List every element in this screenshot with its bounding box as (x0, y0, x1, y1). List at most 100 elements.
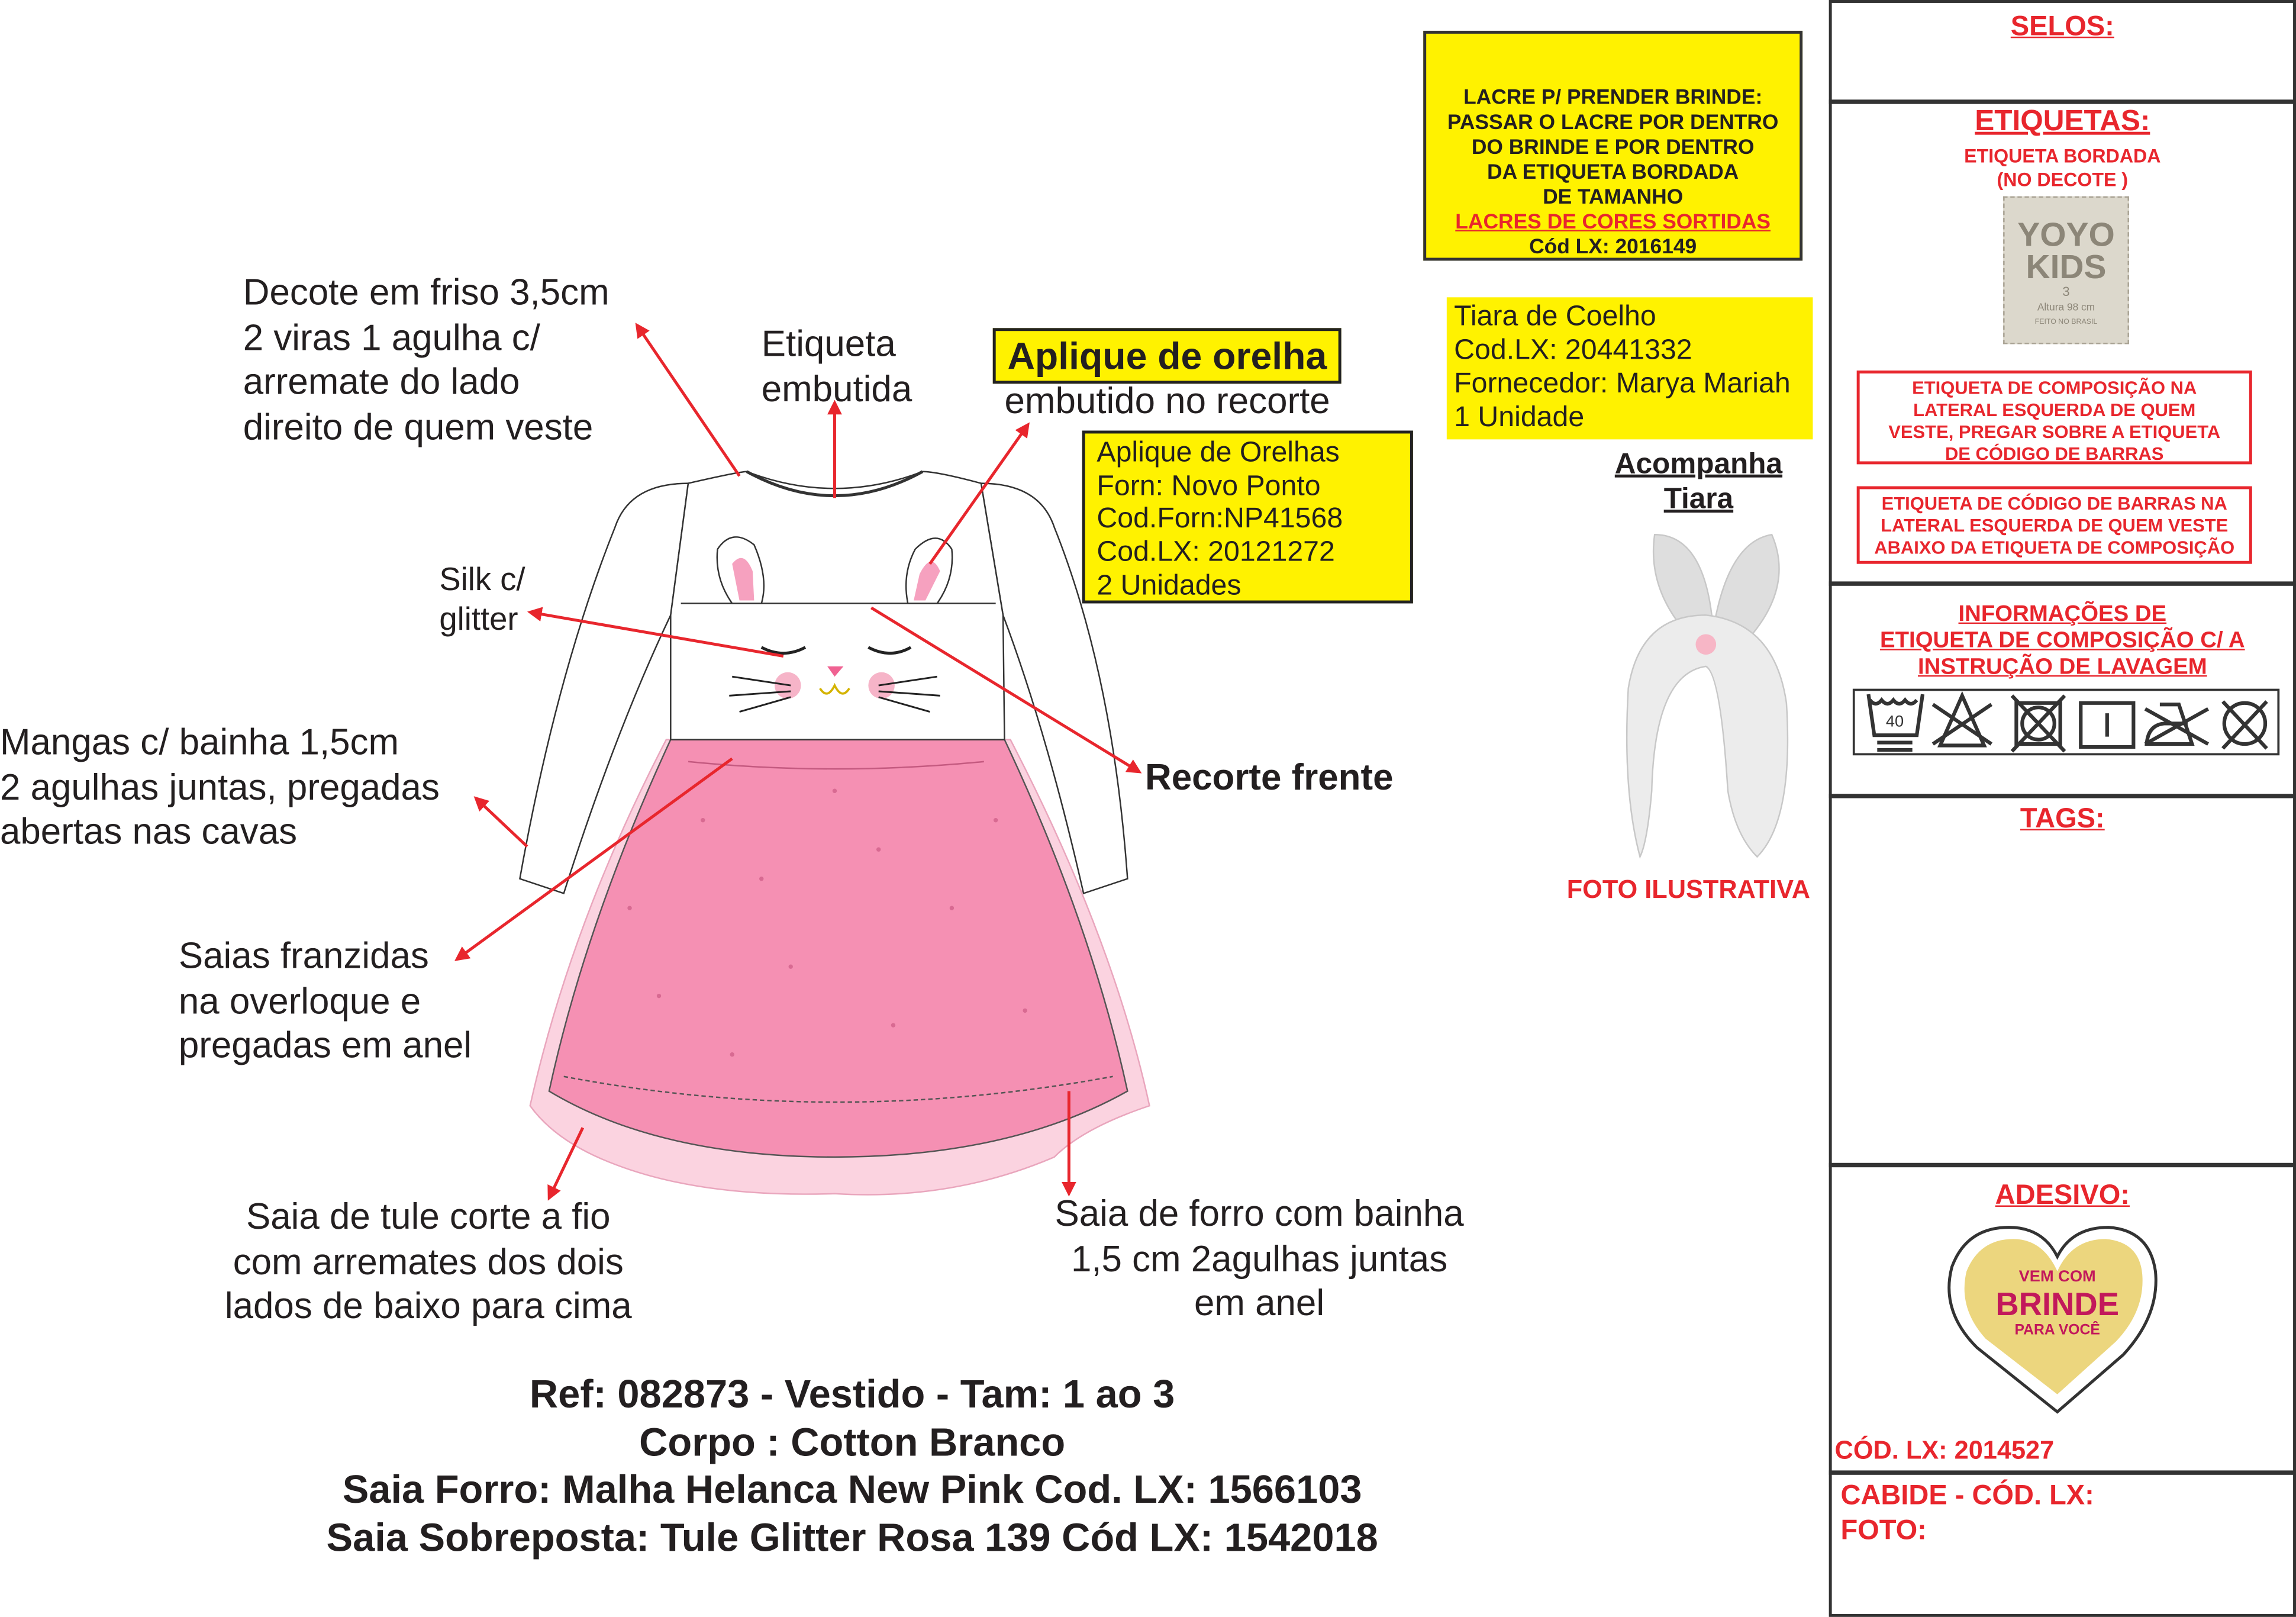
adesivo-code: CÓD. LX: 2014527 (1834, 1435, 2055, 1465)
box-line: Cod.LX: 20441332 (1454, 334, 1692, 366)
product-overlay: Saia Sobreposta: Tule Glitter Rosa 139 C… (326, 1515, 1378, 1560)
sticker-main: BRINDE (1995, 1286, 2120, 1323)
lacre-box: LACRE P/ PRENDER BRINDE: PASSAR O LACRE … (1423, 30, 1803, 261)
note-line: 1,5 cm 2agulhas juntas (1070, 1238, 1448, 1280)
aplique-sub: embutido no recorte (1004, 381, 1330, 422)
divider (1829, 794, 2296, 798)
divider (1829, 1470, 2296, 1475)
annotation-arrows (454, 323, 1142, 1201)
note-line: 2 agulhas juntas, pregadas (0, 766, 440, 808)
tags-heading: TAGS: (2020, 804, 2105, 835)
wash-40-icon (1866, 694, 1925, 737)
etiqueta-bordada: ETIQUETA BORDADA (NO DECOTE ) (1829, 145, 2296, 192)
note-line: INFORMAÇÕES DE (1958, 602, 2167, 627)
box-line: Cod.Forn:NP41568 (1097, 503, 1343, 536)
foto-ilustrativa: FOTO ILUSTRATIVA (1566, 874, 1811, 904)
note-line: 2 viras 1 agulha c/ (243, 317, 540, 359)
bodice (670, 471, 1005, 740)
note-line: em anel (1194, 1283, 1325, 1324)
note-line: Decote em friso 3,5cm (243, 272, 610, 314)
cabide-code: CABIDE - CÓD. LX: (1840, 1480, 2094, 1512)
mangas-note: Mangas c/ bainha 1,5cm 2 agulhas juntas,… (0, 720, 440, 854)
note-line: pregadas em anel (178, 1025, 472, 1067)
box-line: Tiara de Coelho (1454, 300, 1656, 333)
divider (1829, 1162, 2296, 1168)
no-bleach-icon (1931, 691, 1993, 748)
note-line: Saia de forro com bainha (1055, 1193, 1464, 1235)
cabide-info: CABIDE - CÓD. LX: FOTO: (1840, 1479, 2094, 1550)
note-line: com arremates dos dois (233, 1241, 624, 1283)
no-dry-clean-icon (2221, 700, 2268, 750)
recorte-note: Recorte frente (1145, 757, 1394, 798)
decote-note: Decote em friso 3,5cm 2 viras 1 agulha c… (243, 271, 610, 450)
note-line: direito de quem veste (243, 406, 594, 447)
label-made: FEITO NO BRASIL (2034, 317, 2098, 327)
box-line: Aplique de Orelhas (1097, 436, 1340, 469)
box-line: 2 Unidades (1097, 569, 1241, 602)
box-line: DO BRINDE E POR DENTRO (1471, 136, 1755, 160)
acompanha-tiara: Acompanha Tiara (1596, 447, 1801, 517)
care-symbols-box (1852, 688, 2280, 756)
product-ref: Ref: 082873 - Vestido - Tam: 1 ao 3 (529, 1372, 1175, 1416)
lining-skirt (548, 739, 1128, 1158)
aplique-box: Aplique de Orelhas Forn: Novo Ponto Cod.… (1082, 430, 1413, 604)
box-line: VESTE, PREGAR SOBRE A ETIQUETA (1888, 421, 2221, 443)
box-line: Cod.LX: 20121272 (1097, 536, 1335, 569)
note-line: Etiqueta (761, 323, 896, 365)
care-symbols (1852, 688, 2280, 756)
divider (1829, 99, 2296, 104)
silk-note: Silk c/ glitter (439, 559, 525, 639)
box-line: ABAIXO DA ETIQUETA DE COMPOSIÇÃO (1874, 537, 2235, 558)
box-line: LATERAL ESQUERDA DE QUEM (1913, 400, 2196, 421)
label-logo-line: KIDS (2026, 247, 2107, 286)
note-line: Mangas c/ bainha 1,5cm (0, 721, 399, 764)
label-height: Altura 98 cm (2037, 303, 2095, 314)
note-line: lados de baixo para cima (224, 1286, 632, 1327)
adesivo-heading: ADESIVO: (1995, 1180, 2130, 1212)
note-line: (NO DECOTE ) (1997, 168, 2129, 191)
composicao-note-box: ETIQUETA DE COMPOSIÇÃO NA LATERAL ESQUER… (1856, 371, 2252, 465)
left-sleeve (519, 482, 689, 895)
note-line: Acompanha (1614, 448, 1783, 481)
yoyo-kids-label: YOYO KIDS 3 Altura 98 cm FEITO NO BRASIL (2003, 196, 2129, 344)
no-tumble-dry-icon (2010, 694, 2066, 753)
selos-heading: SELOS: (2010, 11, 2114, 43)
box-line: Forn: Novo Ponto (1097, 469, 1321, 503)
box-line: Fornecedor: Marya Mariah (1454, 368, 1791, 400)
note-line: na overloque e (178, 980, 421, 1022)
box-line: DE CÓDIGO DE BARRAS (1944, 443, 2164, 465)
brinde-heart-sticker (1947, 1226, 2158, 1414)
bunny-tiara-photo (1626, 533, 1789, 859)
informacoes-heading: INFORMAÇÕES DE ETIQUETA DE COMPOSIÇÃO C/… (1829, 602, 2296, 681)
product-body: Corpo : Cotton Branco (639, 1420, 1066, 1464)
box-line: ETIQUETA DE CÓDIGO DE BARRAS NA (1881, 493, 2227, 514)
cabide-foto: FOTO: (1840, 1516, 1927, 1547)
aplique-title: Aplique de orelha (992, 328, 1342, 384)
line-dry-icon (2079, 701, 2136, 749)
product-lining: Saia Forro: Malha Helanca New Pink Cod. … (342, 1467, 1362, 1512)
lacre-code: Cód LX: 2016149 (1529, 236, 1697, 259)
note-line: INSTRUÇÃO DE LAVAGEM (1917, 655, 2207, 680)
etiqueta-embutida-note: Etiqueta embutida (762, 322, 912, 411)
note-line: embutida (761, 368, 912, 410)
tiara-box: Tiara de Coelho Cod.LX: 20441332 Fornece… (1446, 297, 1813, 440)
box-line: LATERAL ESQUERDA DE QUEM VESTE (1881, 516, 2229, 536)
note-line: Saia de tule corte a fio (246, 1196, 611, 1238)
note-line: ETIQUETA BORDADA (1964, 144, 2161, 168)
sticker-text: VEM COM BRINDE PARA VOCÊ (1984, 1268, 2130, 1340)
note-line: ETIQUETA DE COMPOSIÇÃO C/ A (1880, 628, 2245, 653)
box-line: DA ETIQUETA BORDADA (1487, 161, 1739, 185)
product-info: Ref: 082873 - Vestido - Tam: 1 ao 3 Corp… (205, 1371, 1499, 1561)
note-line: Tiara (1663, 483, 1734, 516)
label-logo-line: YOYO (2017, 215, 2115, 254)
sticker-bottom: PARA VOCÊ (2014, 1322, 2100, 1339)
box-line: DE TAMANHO (1543, 186, 1684, 210)
right-sleeve (980, 482, 1128, 895)
label-size: 3 (2062, 284, 2070, 299)
saias-franzidas-note: Saias franzidas na overloque e pregadas … (179, 935, 472, 1068)
barras-note-box: ETIQUETA DE CÓDIGO DE BARRAS NA LATERAL … (1856, 486, 2252, 564)
note-line: Silk c/ (439, 561, 525, 598)
dress-illustration (519, 470, 1150, 1196)
wash-temp: 40 (1886, 711, 1904, 730)
note-line: arremate do lado (243, 362, 520, 403)
